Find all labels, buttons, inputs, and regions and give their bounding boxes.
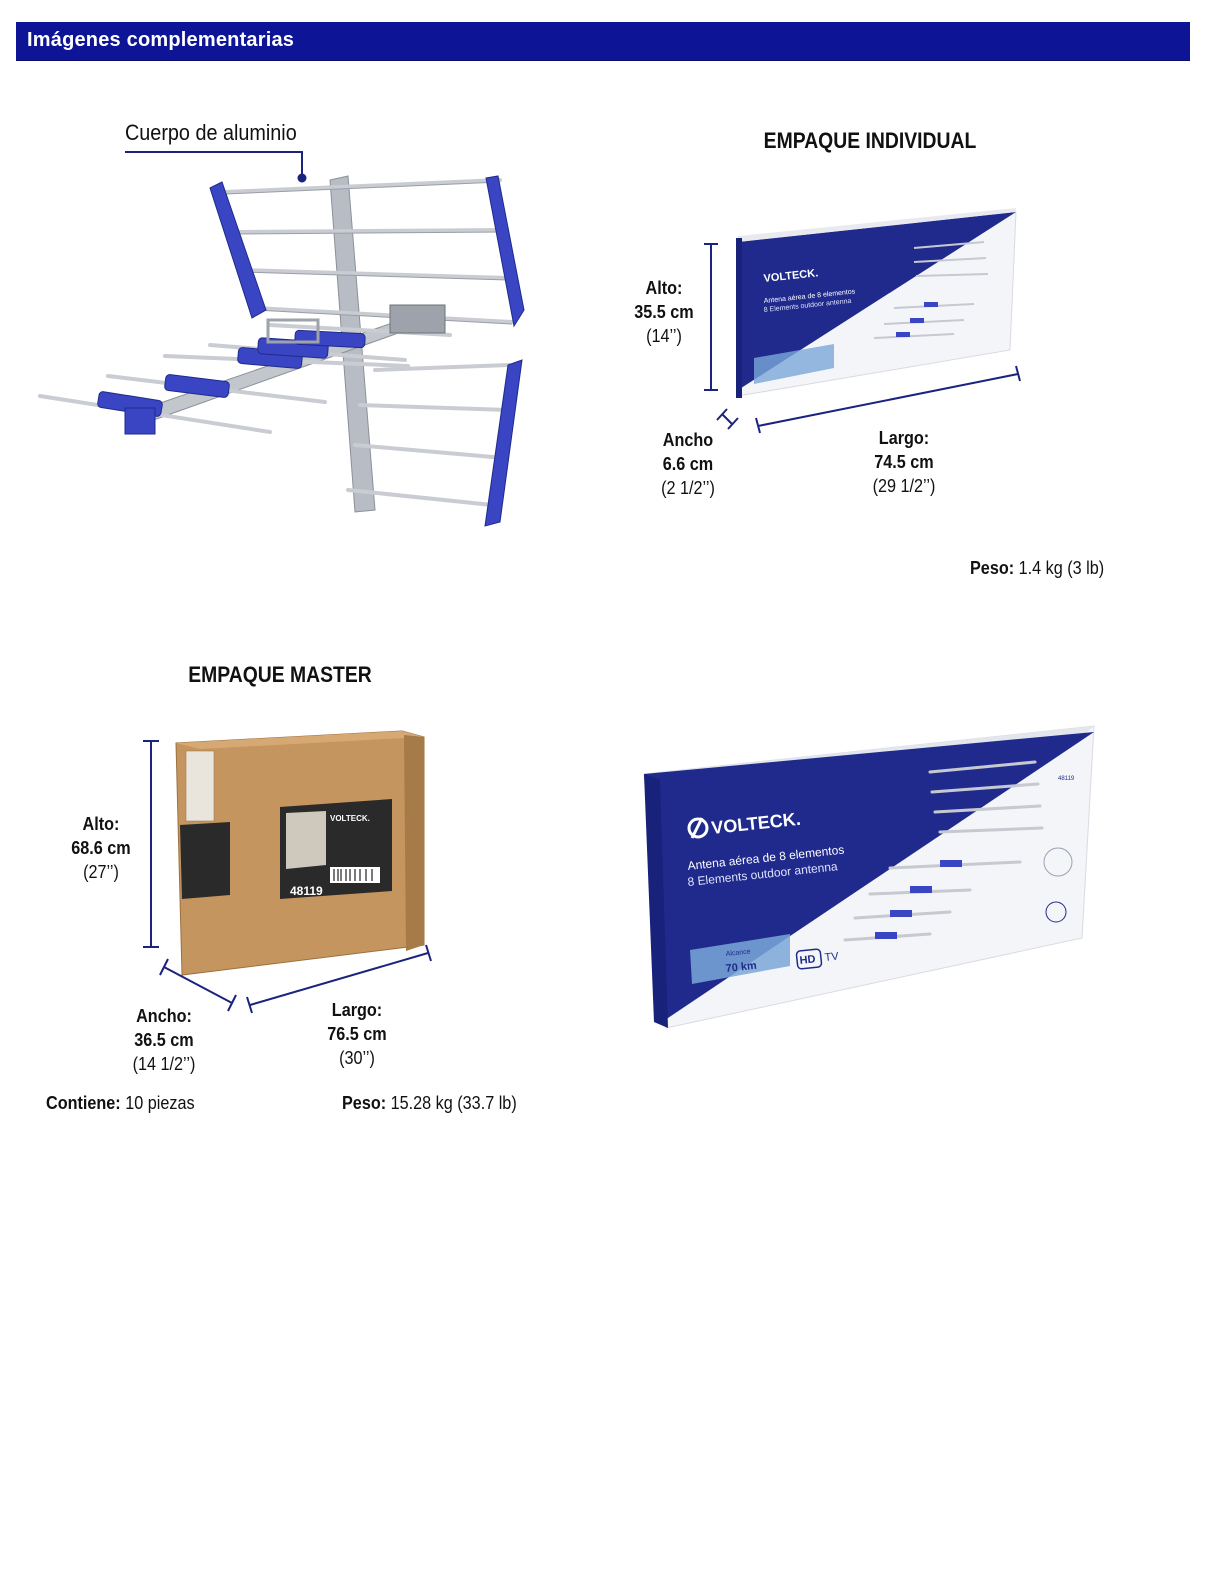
package-range: 70 km: [725, 960, 757, 975]
master-peso: Peso: 15.28 kg (33.7 lb): [342, 1093, 517, 1113]
package-large-image: VOLTECK. Antena aérea de 8 elementos 8 E…: [643, 725, 1095, 1029]
antenna-image: [38, 175, 525, 527]
master-dimension-lines: [143, 740, 432, 1014]
package-tv: TV: [824, 951, 840, 964]
master-ancho: Ancho: 36.5 cm (14 1/2’’): [132, 1006, 196, 1074]
individual-ancho: Ancho 6.6 cm (2 1/2’’): [661, 430, 715, 498]
master-title: EMPAQUE MASTER: [188, 662, 372, 687]
volteck-logo-icon: [687, 817, 709, 839]
callout-line: [125, 151, 307, 183]
package-code: 48119: [1058, 776, 1075, 782]
package-hd: HD: [799, 953, 816, 967]
section-header: Imágenes complementarias: [16, 22, 1190, 61]
master-box-brand: VOLTECK.: [330, 814, 370, 823]
individual-title: EMPAQUE INDIVIDUAL: [763, 128, 977, 153]
box-brand-small: VOLTECK.: [763, 267, 819, 285]
individual-box-image: VOLTECK. Antena aérea de 8 elementos 8 E…: [736, 208, 1017, 398]
individual-alto: Alto: 35.5 cm (14’’): [634, 278, 694, 346]
individual-dimension-lines: [704, 243, 1021, 434]
individual-peso: Peso: 1.4 kg (3 lb): [970, 558, 1105, 578]
master-box-image: VOLTECK. 48119: [175, 730, 425, 976]
package-range-small: Alcance: [725, 948, 751, 958]
section-title: Imágenes complementarias: [27, 29, 295, 51]
master-box-code: 48119: [290, 884, 323, 898]
master-alto: Alto: 68.6 cm (27’’): [71, 814, 131, 882]
master-contiene: Contiene: 10 piezas: [46, 1093, 195, 1113]
individual-largo: Largo: 74.5 cm (29 1/2’’): [872, 428, 936, 496]
callout-label: Cuerpo de aluminio: [125, 120, 297, 145]
master-largo: Largo: 76.5 cm (30’’): [327, 1000, 387, 1068]
